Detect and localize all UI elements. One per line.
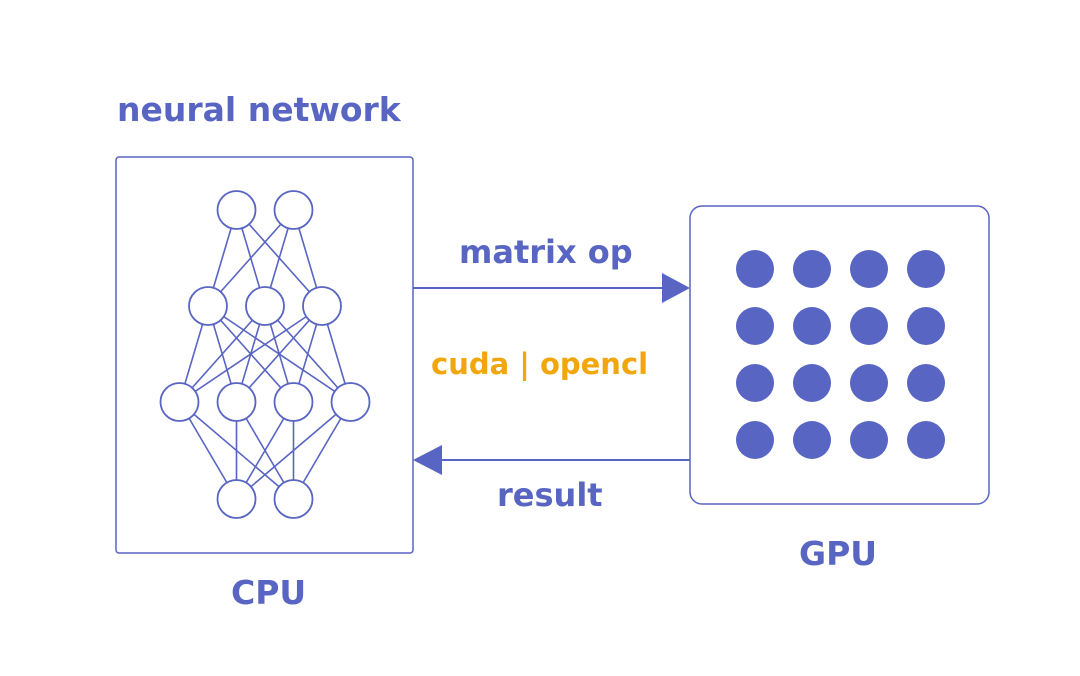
network-edge-0-1-0: [207, 209, 295, 307]
gpu-core-2-1: [793, 364, 831, 402]
gpu-core-0-1: [793, 250, 831, 288]
cpu-label: CPU: [231, 573, 307, 612]
result-arrow-head: [413, 445, 442, 475]
gpu-core-1-0: [736, 307, 774, 345]
network-edge-1-2-1: [235, 305, 323, 403]
network-edge-2-3-0: [235, 401, 352, 500]
gpu-core-3-1: [793, 421, 831, 459]
neuron-1-1: [245, 286, 285, 326]
neuron-3-0: [216, 479, 257, 519]
gpu-core-1-1: [793, 307, 831, 345]
result-label: result: [497, 476, 603, 514]
gpu-core-2-2: [850, 364, 888, 402]
gpu-core-2-0: [736, 364, 774, 402]
network-edge-1-1-0: [178, 305, 266, 403]
neuron-1-2: [302, 286, 342, 326]
neuron-2-2: [273, 382, 314, 422]
neuron-3-1: [273, 479, 314, 519]
gpu-core-0-2: [850, 250, 888, 288]
gpu-core-2-3: [907, 364, 945, 402]
neuron-2-0: [159, 382, 200, 422]
diagram-title: neural network: [117, 90, 401, 129]
neuron-1-0: [188, 286, 228, 326]
gpu-core-1-3: [907, 307, 945, 345]
cuda-opencl-label: cuda | opencl: [431, 347, 649, 381]
gpu-core-3-2: [850, 421, 888, 459]
matrix-op-label: matrix op: [459, 233, 633, 271]
gpu-core-1-2: [850, 307, 888, 345]
gpu-core-0-0: [736, 250, 774, 288]
neural-network-graph: [159, 190, 371, 519]
cpu-box: [115, 156, 414, 554]
gpu-core-3-3: [907, 421, 945, 459]
matrix-op-arrow-head: [662, 273, 690, 303]
gpu-core-3-0: [736, 421, 774, 459]
neuron-2-1: [216, 382, 257, 422]
gpu-box: [689, 205, 990, 505]
neuron-0-0: [216, 190, 257, 230]
gpu-core-0-3: [907, 250, 945, 288]
gpu-label: GPU: [799, 534, 878, 573]
network-edge-1-2-0: [179, 305, 323, 403]
neuron-0-1: [273, 190, 314, 230]
neuron-2-3: [330, 382, 371, 422]
gpu-core-grid: [736, 250, 945, 459]
